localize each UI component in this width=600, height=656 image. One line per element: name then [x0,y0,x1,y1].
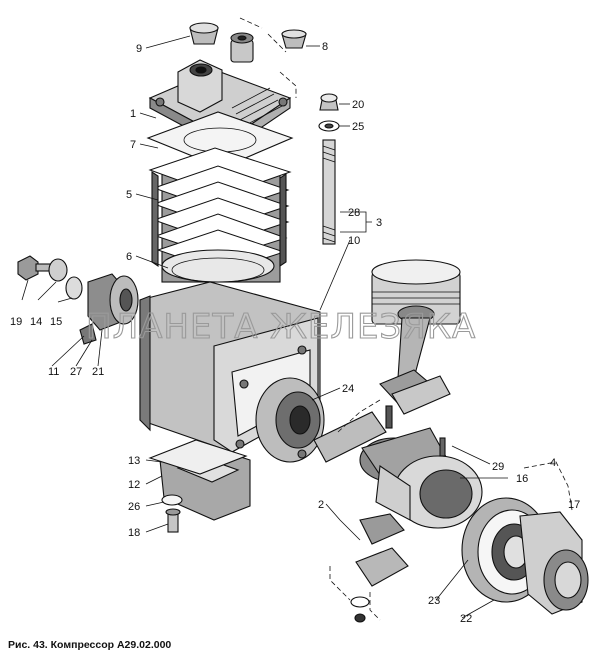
crankshaft [313,411,483,529]
crankcase [139,281,325,521]
callout-29: 29 [492,461,504,473]
callout-13: 13 [128,455,140,467]
callout-19: 19 [10,316,22,328]
callout-20: 20 [352,99,364,111]
callout-28: 28 [348,207,360,219]
callout-2: 2 [318,499,324,511]
callout-5: 5 [126,189,132,201]
callout-18: 18 [128,527,140,539]
callout-22: 22 [460,613,472,625]
callout-11: 11 [48,366,59,378]
callout-7: 7 [130,139,136,151]
callout-3: 3 [376,217,382,229]
callout-4: 4 [550,457,556,469]
callout-10: 10 [348,235,360,247]
callout-25: 25 [352,121,364,133]
callout-6: 6 [126,251,132,263]
leader-lines [21,17,573,621]
drive-parts [17,255,139,345]
conrod-cap [350,513,409,623]
callout-numbers: 9 8 1 7 5 6 20 25 28 3 10 19 14 15 11 27… [10,41,580,625]
figure-caption: Рис. 43. Компрессор А29.02.000 [8,639,171,651]
callout-27: 27 [70,366,82,378]
piston-assembly [371,259,461,429]
plug-8 [281,29,307,49]
stud-and-nut [318,93,340,245]
watermark: ПЛАНЕТА ЖЕЛЕЗЯКА [86,307,476,347]
plug-9 [189,22,219,45]
callout-15: 15 [50,316,62,328]
bearing-assembly [439,437,589,615]
callout-23: 23 [428,595,440,607]
callout-9: 9 [136,43,142,55]
callout-8: 8 [322,41,328,53]
callout-16: 16 [516,473,528,485]
callout-12: 12 [128,479,140,491]
callout-26: 26 [128,501,140,513]
callout-24: 24 [342,383,354,395]
callout-14: 14 [30,316,42,328]
mount-bolts [161,494,183,533]
callout-17: 17 [568,499,580,511]
callout-1: 1 [130,108,136,120]
cylinder-block [148,147,292,283]
callout-21: 21 [92,366,104,378]
